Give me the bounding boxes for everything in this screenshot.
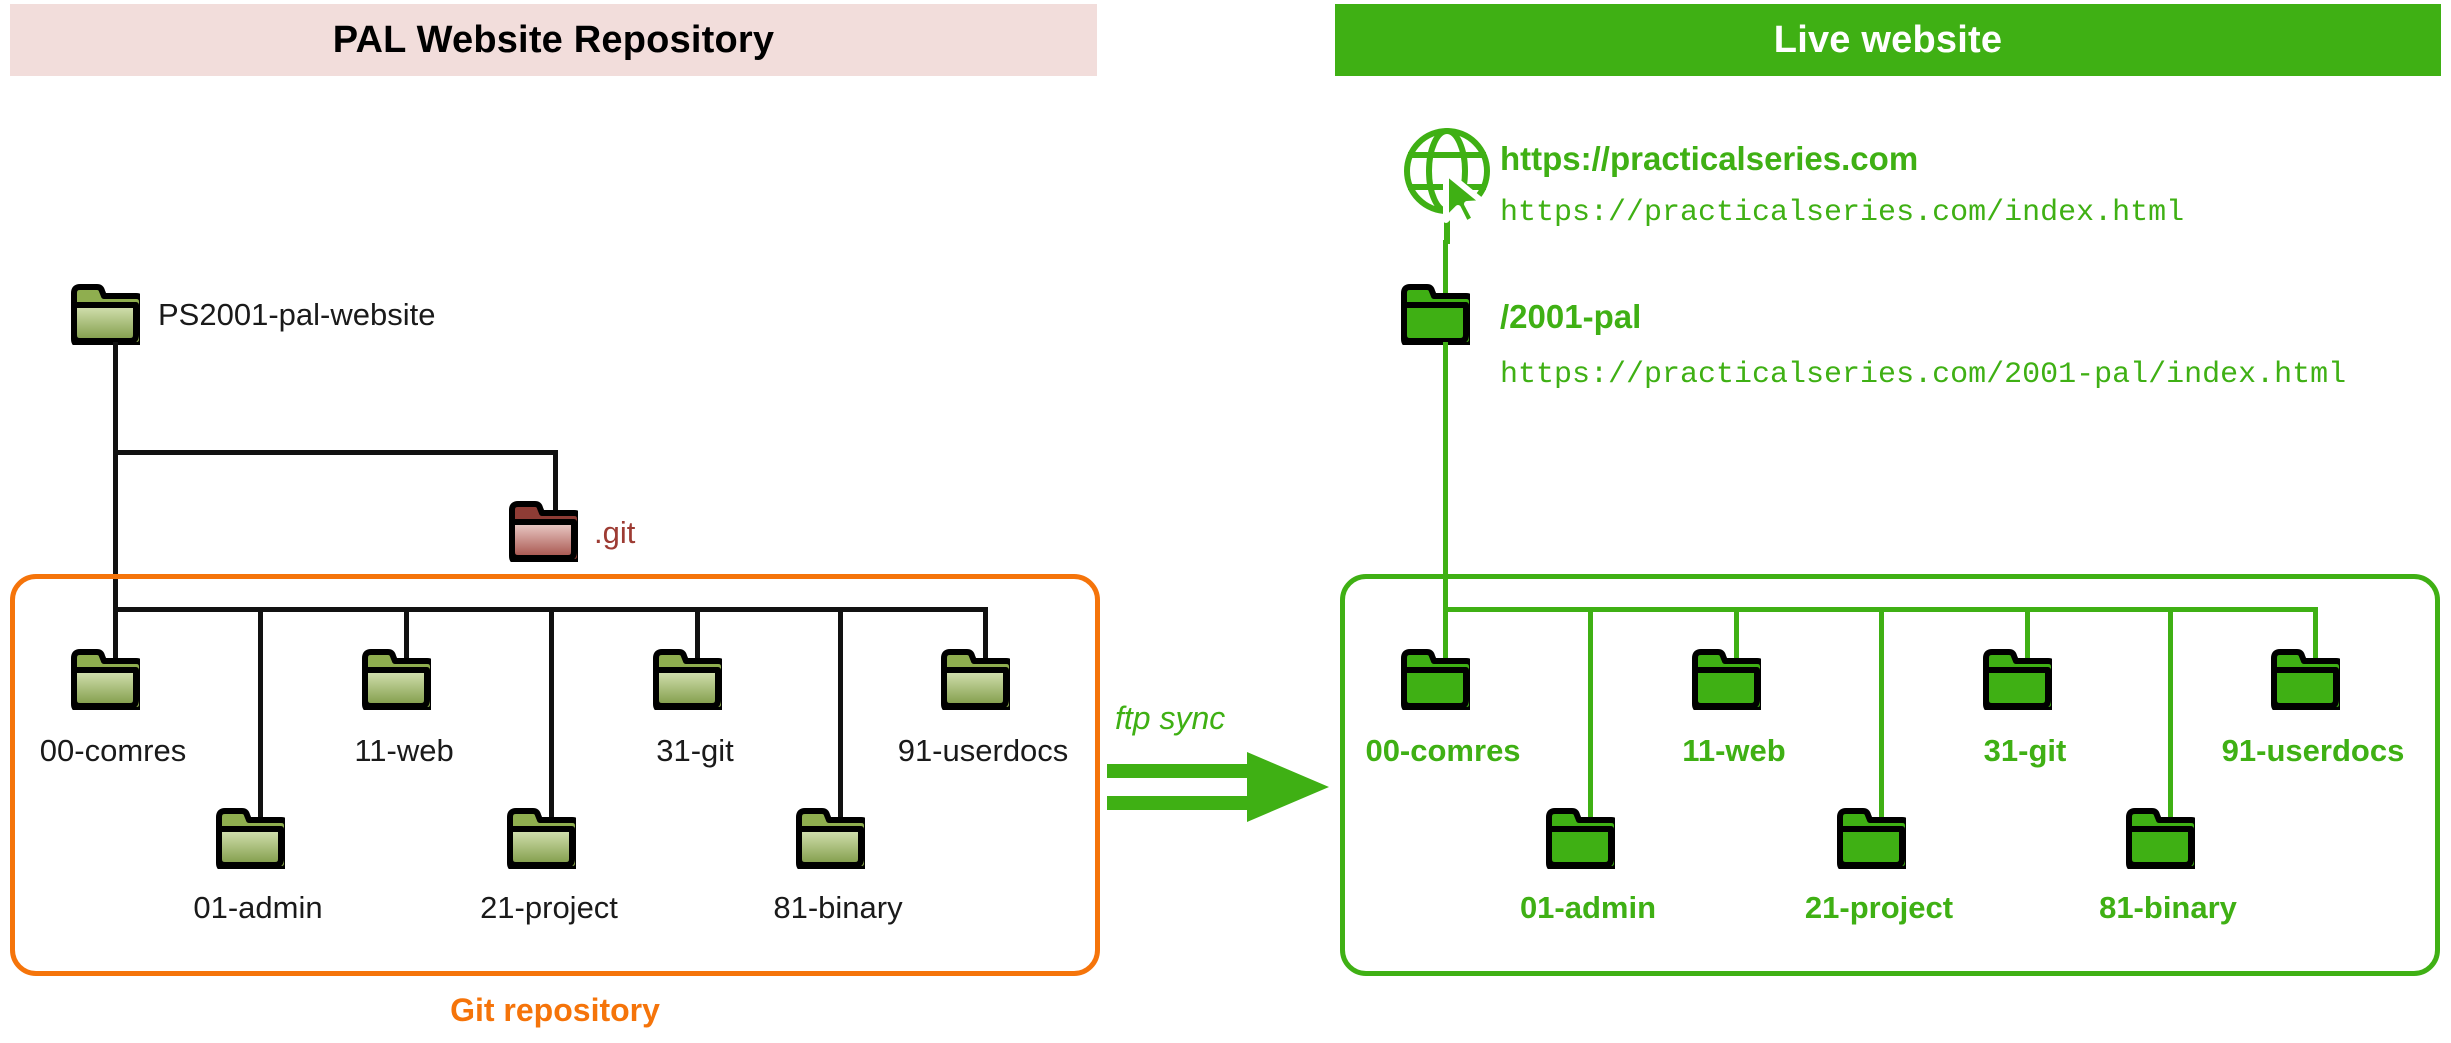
live-line-trunk: [1443, 342, 1448, 612]
label-81-binary: 81-binary: [773, 890, 903, 925]
folder-dot-git[interactable]: [508, 500, 578, 562]
label-91-userdocs: 91-userdocs: [897, 733, 1069, 768]
live-folder-91-userdocs[interactable]: [2270, 648, 2340, 710]
folder-21-project[interactable]: [506, 807, 576, 869]
live-site-url[interactable]: https://practicalseries.com/index.html: [1500, 196, 2185, 230]
tree-line-drop-31-git: [695, 607, 700, 661]
live-folder-21-project[interactable]: [1836, 807, 1906, 869]
tree-line-drop-11-web: [404, 607, 409, 661]
live-site-name[interactable]: https://practicalseries.com: [1500, 140, 1919, 177]
git-repository-container: [10, 574, 1100, 976]
globe-cursor-icon: [1402, 124, 1498, 244]
live-line-drop-81-binary: [2168, 607, 2173, 820]
label-31-git: 31-git: [656, 733, 734, 768]
live-folder-81-binary[interactable]: [2125, 807, 2195, 869]
label-00-comres: 00-comres: [39, 733, 187, 768]
live-label-31-git: 31-git: [1983, 733, 2067, 768]
git-folder-label: .git: [594, 515, 636, 550]
live-folder-31-git[interactable]: [1982, 648, 2052, 710]
ftp-sync-label: ftp sync: [1115, 700, 1226, 736]
label-21-project: 21-project: [480, 890, 618, 925]
live-line-globe-to-folder: [1443, 240, 1448, 316]
live-folder-url[interactable]: https://practicalseries.com/2001-pal/ind…: [1500, 358, 2347, 392]
tree-line-drop-01-admin: [258, 607, 263, 820]
live-website-container: [1340, 574, 2440, 976]
label-01-admin: 01-admin: [193, 890, 323, 925]
tree-line-to-git: [113, 450, 558, 455]
live-line-drop-21-project: [1879, 607, 1884, 820]
repository-banner: PAL Website Repository: [10, 4, 1097, 76]
live-line-drop-31-git: [2025, 607, 2030, 661]
live-website-banner: Live website: [1335, 4, 2441, 76]
folder-11-web[interactable]: [361, 648, 431, 710]
tree-line-drop-21-project: [549, 607, 554, 820]
tree-line-drop-91-userdocs: [983, 607, 988, 661]
live-line-drop-00-comres: [1443, 607, 1448, 661]
live-label-01-admin: 01-admin: [1519, 890, 1657, 925]
live-label-11-web: 11-web: [1682, 733, 1786, 768]
live-label-21-project: 21-project: [1804, 890, 1954, 925]
folder-00-comres[interactable]: [70, 648, 140, 710]
live-line-drop-91-userdocs: [2313, 607, 2318, 661]
live-folder-00-comres[interactable]: [1400, 648, 1470, 710]
tree-line-root-trunk: [113, 342, 118, 612]
live-folder-01-admin[interactable]: [1545, 807, 1615, 869]
folder-81-binary[interactable]: [795, 807, 865, 869]
live-line-drop-11-web: [1734, 607, 1739, 661]
folder-2001-pal[interactable]: [1400, 283, 1470, 345]
live-label-81-binary: 81-binary: [2099, 890, 2237, 925]
tree-line-git-drop: [553, 450, 558, 512]
tree-line-drop-00-comres: [113, 607, 118, 661]
root-folder-label: PS2001-pal-website: [158, 297, 436, 332]
git-repository-caption: Git repository: [450, 992, 660, 1028]
live-folder-11-web[interactable]: [1691, 648, 1761, 710]
tree-line-drop-81-binary: [838, 607, 843, 820]
folder-01-admin[interactable]: [215, 807, 285, 869]
live-label-00-comres: 00-comres: [1365, 733, 1521, 768]
live-label-91-userdocs: 91-userdocs: [2221, 733, 2405, 768]
folder-91-userdocs[interactable]: [940, 648, 1010, 710]
folder-ps2001-pal-website[interactable]: [70, 283, 140, 345]
folder-31-git[interactable]: [652, 648, 722, 710]
live-folder-label: /2001-pal: [1500, 298, 1642, 335]
live-line-drop-01-admin: [1588, 607, 1593, 820]
double-arrow-right-icon: [1107, 752, 1329, 822]
label-11-web: 11-web: [354, 733, 454, 768]
